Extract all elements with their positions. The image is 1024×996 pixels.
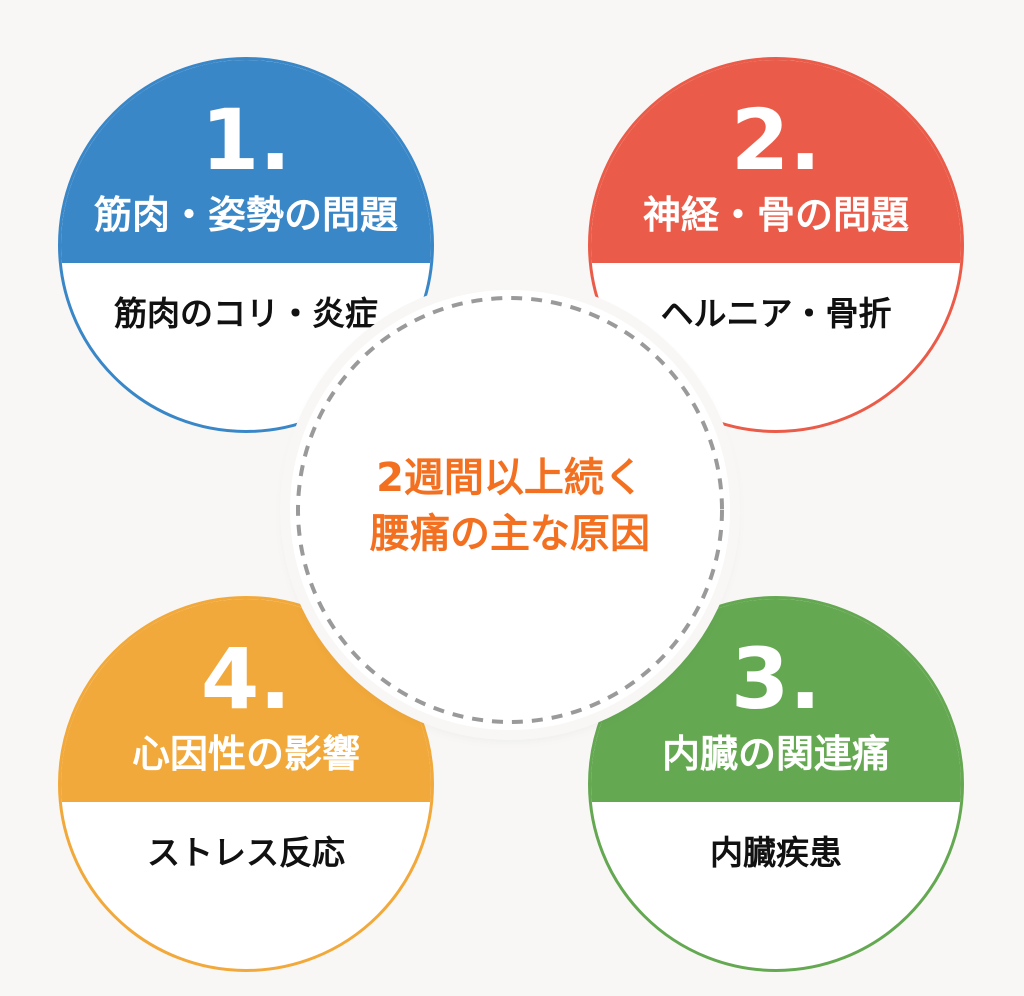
center-dashed-border — [296, 296, 724, 724]
cause-2-number: 2. — [730, 91, 822, 189]
cause-3-detail: 内臓疾患 — [710, 833, 842, 872]
center-label: 2週間以上続く 腰痛の主な原因 — [290, 450, 730, 562]
cause-1-number: 1. — [200, 91, 292, 189]
cause-2-circle: 2. 神経・骨の問題 ヘルニア・骨折 — [588, 57, 964, 433]
cause-1-detail: 筋肉のコリ・炎症 — [114, 294, 378, 333]
center-label-line1: 2週間以上続く — [376, 455, 644, 501]
cause-2-header — [591, 60, 961, 263]
cause-1-header — [61, 60, 431, 263]
cause-1-circle: 1. 筋肉・姿勢の問題 筋肉のコリ・炎症 — [58, 57, 434, 433]
cause-3-number: 3. — [730, 630, 822, 728]
cause-2-detail: ヘルニア・骨折 — [660, 294, 892, 333]
cause-3-title: 内臓の関連痛 — [661, 732, 890, 776]
cause-4-title: 心因性の影響 — [131, 732, 360, 776]
cause-4-number: 4. — [200, 630, 292, 728]
center-label-line2: 腰痛の主な原因 — [370, 511, 650, 557]
center-circle: 2週間以上続く 腰痛の主な原因 — [290, 290, 730, 730]
cause-2-title: 神経・骨の問題 — [642, 193, 909, 237]
cause-4-detail: ストレス反応 — [147, 833, 345, 872]
cause-1-title: 筋肉・姿勢の問題 — [93, 193, 398, 237]
